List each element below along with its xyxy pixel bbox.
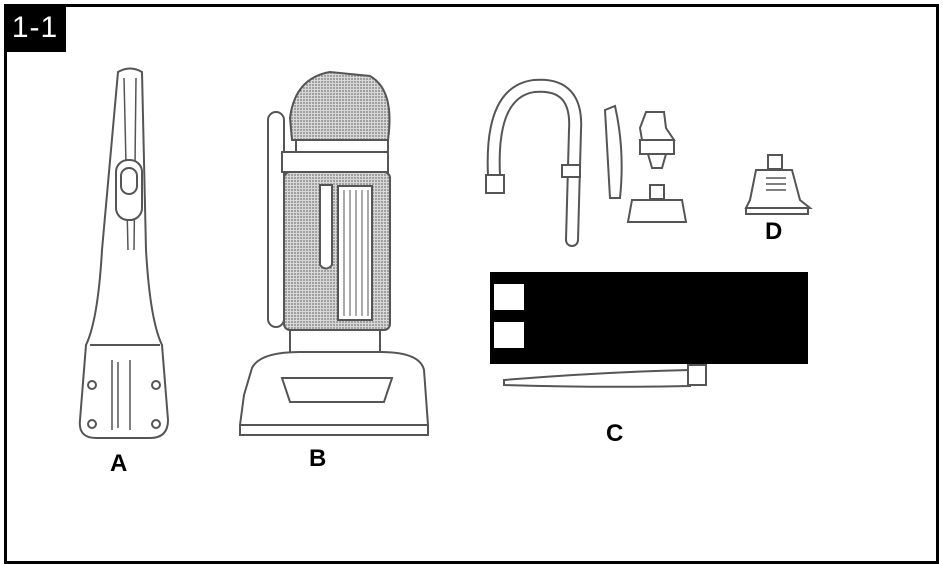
part-d-turbo-brush [744, 154, 813, 215]
part-c-hose-inner [488, 80, 581, 245]
redacted-block [490, 272, 808, 364]
redacted-box [494, 284, 524, 310]
part-a-handle [78, 67, 170, 439]
part-c-attachments [503, 104, 707, 388]
part-label-a: A [110, 450, 128, 477]
part-label-c: C [606, 420, 624, 447]
redacted-box [494, 322, 524, 348]
part-b-vacuum-body [238, 70, 430, 436]
part-label-b: B [309, 445, 327, 472]
figure-number-badge: 1-1 [4, 4, 66, 52]
part-label-d: D [765, 218, 783, 245]
parts-illustration [78, 67, 813, 439]
part-c-hose-cuffs [485, 164, 581, 194]
